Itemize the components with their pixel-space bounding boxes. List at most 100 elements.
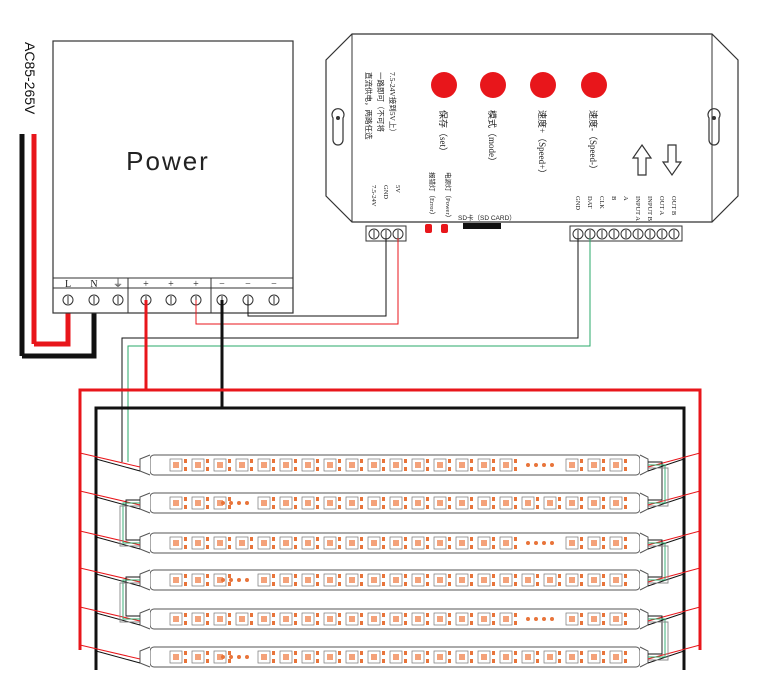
continuation-dot [542, 617, 546, 621]
continuation-dot [229, 655, 233, 659]
psu-screw-terminal [268, 294, 280, 306]
io-terminal-label: CLK [598, 196, 605, 209]
controller-screw-terminal [584, 228, 596, 240]
led-label: 报错灯（Error） [428, 172, 437, 218]
continuation-dot [245, 501, 249, 505]
psu-screw-terminal [88, 294, 100, 306]
io-terminal-label: B [610, 196, 617, 201]
power-terminal-label: 5V [394, 185, 401, 193]
mount-hole-left [331, 108, 345, 146]
controller-power-terminals [365, 225, 407, 242]
led-strip [79, 452, 701, 476]
controller-screw-terminal [392, 228, 404, 240]
indicator-led [425, 224, 432, 233]
continuation-dot [245, 655, 249, 659]
controller-buttons: 保存（set） 模式（mode） 速度+（Speed+） 速度-（Speed-） [431, 72, 607, 178]
controller-button-label: 模式（mode） [487, 110, 498, 166]
psu-screw-terminal [112, 294, 124, 306]
psu-terminal-label: + [193, 279, 199, 290]
controller-screw-terminal [596, 228, 608, 240]
continuation-dot [542, 541, 546, 545]
psu-terminal-label: + [143, 279, 149, 290]
io-terminal-label: INPUT B [646, 196, 653, 222]
led-label: 电源灯（Power） [444, 172, 453, 221]
spec-text-line: 直流供电，两路任选 [364, 72, 374, 140]
io-terminal-label: DAT [586, 196, 593, 209]
controller-screw-terminal [380, 228, 392, 240]
continuation-dot [221, 501, 225, 505]
up-arrow-icon [631, 143, 653, 176]
continuation-dot [229, 578, 233, 582]
controller-screw-terminal [632, 228, 644, 240]
psu-screw-terminal [62, 294, 74, 306]
continuation-dot [542, 463, 546, 467]
controller-screw-terminal [620, 228, 632, 240]
controller-screw-terminal [368, 228, 380, 240]
controller-button[interactable]: 速度-（Speed-） [581, 72, 607, 174]
controller-button[interactable]: 速度+（Speed+） [530, 72, 556, 178]
continuation-dot [550, 541, 554, 545]
led-strip [79, 567, 701, 591]
led-strip [79, 606, 701, 630]
continuation-dot [221, 655, 225, 659]
controller-io-terminals [569, 225, 683, 242]
controller-button[interactable]: 模式（mode） [480, 72, 506, 166]
led-strip [79, 490, 701, 514]
continuation-dot [526, 463, 530, 467]
continuation-dot [221, 578, 225, 582]
continuation-dot [237, 578, 241, 582]
psu-terminal-label: − [219, 279, 225, 290]
psu-terminal-label: ⏚ [113, 278, 123, 290]
continuation-dot [237, 655, 241, 659]
psu-terminal-label: − [271, 279, 277, 290]
io-terminal-label: A [622, 196, 629, 201]
led-strips [79, 452, 701, 668]
continuation-dot [534, 541, 538, 545]
io-terminal-label: OUT A [658, 196, 665, 216]
controller-button-label: 速度+（Speed+） [537, 110, 548, 178]
psu-terminal-label: L [65, 279, 71, 290]
strip-data-links [119, 461, 669, 661]
controller-button-label: 速度-（Speed-） [588, 110, 599, 174]
power-terminal-label: GND [382, 185, 389, 199]
ac-input-label: AC85-265V [22, 42, 38, 115]
continuation-dot [534, 617, 538, 621]
continuation-dot [229, 501, 233, 505]
led-strip [79, 644, 701, 668]
psu-terminal-label: N [90, 279, 97, 290]
ac-input: AC85-265V [19, 42, 97, 359]
io-terminal-label: OUT B [670, 196, 677, 216]
io-terminal-label: GND [574, 196, 581, 210]
sd-card-label: SD卡（SD CARD） [458, 213, 516, 222]
indicator-led [441, 224, 448, 233]
controller-screw-terminal [644, 228, 656, 240]
psu-screw-terminal [165, 294, 177, 306]
controller-button-label: 保存（set） [438, 110, 449, 156]
led-strip [79, 530, 701, 554]
power-rails [78, 300, 702, 670]
continuation-dot [534, 463, 538, 467]
controller-button[interactable]: 保存（set） [431, 72, 457, 156]
sd-card-slot: SD卡（SD CARD） [458, 213, 516, 229]
continuation-dot [237, 501, 241, 505]
continuation-dot [526, 617, 530, 621]
continuation-dot [245, 578, 249, 582]
continuation-dot [550, 463, 554, 467]
controller-screw-terminal [656, 228, 668, 240]
controller-screw-terminal [572, 228, 584, 240]
controller-screw-terminal [668, 228, 680, 240]
mount-hole-right [707, 108, 721, 146]
io-terminal-label: INPUT A [634, 196, 641, 221]
spec-text-line: 一路即可（不可将 [376, 72, 386, 132]
controller-screw-terminal [608, 228, 620, 240]
psu-terminal-label: − [245, 279, 251, 290]
continuation-dot [550, 617, 554, 621]
psu-terminal-label: + [168, 279, 174, 290]
controller-leds: 报错灯（Error） 电源灯（Power） [425, 172, 453, 233]
